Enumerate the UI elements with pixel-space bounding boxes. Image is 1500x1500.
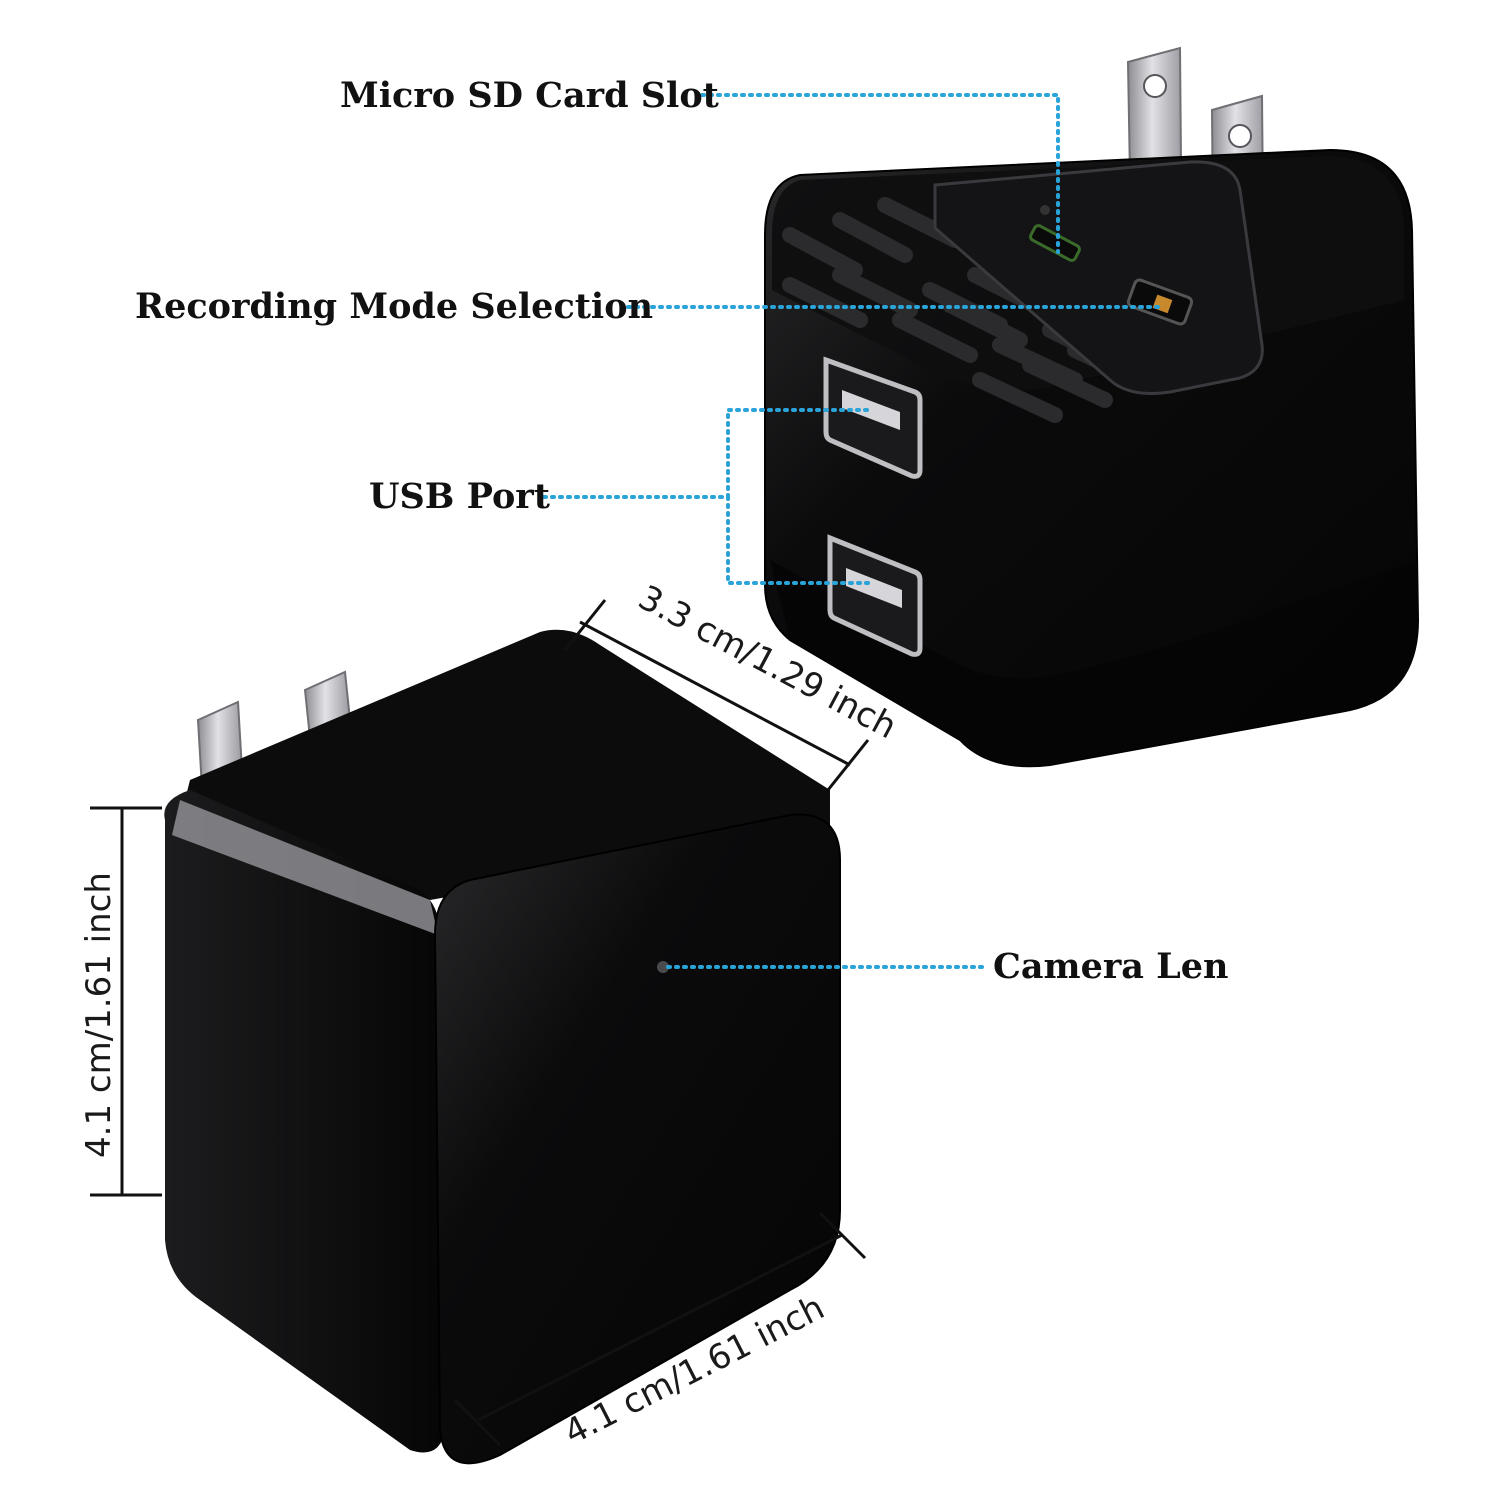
label-camera-len: Camera Len [993, 946, 1228, 987]
label-micro-sd-card-slot: Micro SD Card Slot [340, 75, 719, 116]
leader-lines [542, 93, 1162, 969]
label-recording-mode-selection: Recording Mode Selection [135, 286, 653, 327]
front-cube-face [433, 813, 841, 1465]
back-view-charger [764, 46, 1420, 768]
leader-usb-port [542, 408, 872, 585]
dimension-height-label: 4.1 cm/1.61 inch [79, 872, 119, 1158]
usb-port-bottom[interactable] [827, 534, 923, 657]
camera-lens[interactable] [657, 961, 669, 973]
dimension-lines [90, 599, 870, 1447]
label-usb-port: USB Port [369, 476, 550, 517]
sd-card-panel [933, 160, 1264, 395]
usb-port-top[interactable] [823, 356, 923, 479]
front-view-charger [164, 629, 841, 1465]
leader-micro-sd [700, 93, 1060, 254]
